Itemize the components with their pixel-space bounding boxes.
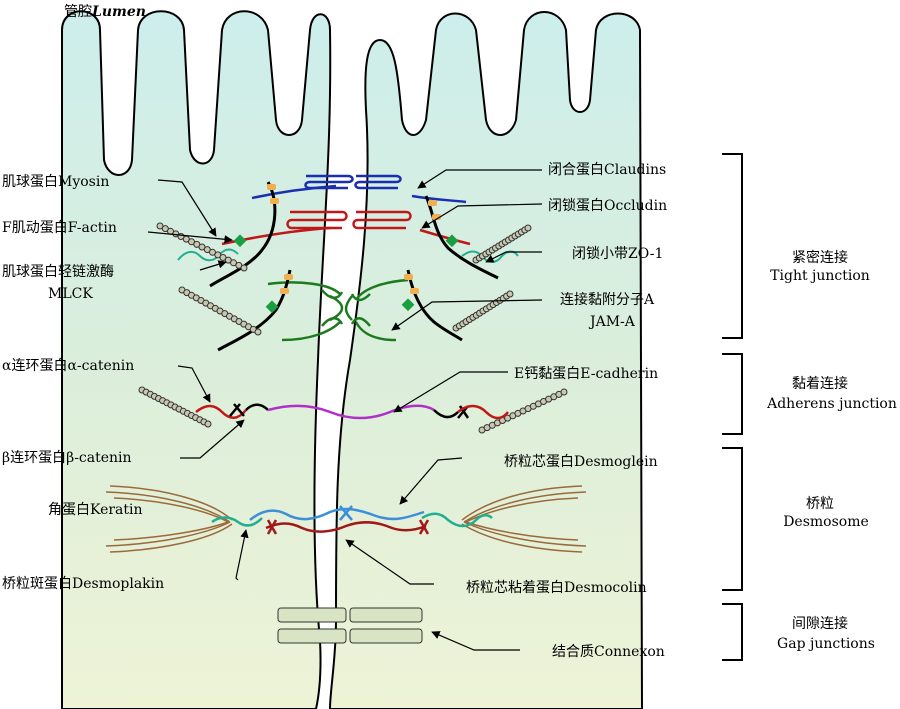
junction-labels: 紧密连接 Tight junction 黏着连接 Adherens juncti…	[766, 249, 897, 652]
label-desmoplakin: 桥粒斑蛋白Desmoplakin	[2, 576, 164, 592]
leader-arrows	[147, 169, 543, 651]
myosin-bead	[560, 388, 568, 396]
f-actin-filaments	[209, 181, 499, 352]
adherens-junction-cn: 黏着连接	[792, 375, 848, 392]
occludin-strands	[221, 210, 471, 246]
myosin-bead	[254, 328, 262, 336]
connexons	[277, 607, 423, 644]
label-jam-a-cn: 连接黏附分子A	[560, 291, 655, 308]
desmosome-en: Desmosome	[783, 514, 869, 530]
label-myosin: 肌球蛋白Myosin	[2, 174, 109, 190]
label-mlck-en: MLCK	[48, 286, 93, 302]
tight-junction-cn: 紧密连接	[792, 249, 848, 266]
label-f-actin: F肌动蛋白F-actin	[2, 220, 117, 236]
label-alpha-catenin: α连环蛋白α-catenin	[2, 358, 134, 374]
label-occludin: 闭锁蛋白Occludin	[548, 198, 667, 214]
keratin-bundles	[105, 485, 587, 553]
label-e-cadherin: E钙黏蛋白E-cadherin	[514, 366, 658, 382]
label-connexon: 结合质Connexon	[552, 644, 665, 660]
right-cell	[328, 11, 644, 709]
zo-1-proteins	[267, 184, 441, 294]
left-cell	[61, 10, 332, 709]
label-claudins: 闭合蛋白Claudins	[548, 162, 666, 178]
desmocolin-strand	[265, 519, 430, 535]
myosin-bead	[524, 224, 532, 232]
adherens-junction-en: Adherens junction	[766, 396, 897, 412]
lumen-label: 管腔Lumen	[64, 4, 146, 20]
label-desmocolin: 桥粒芯粘着蛋白Desmocolin	[466, 580, 647, 596]
label-beta-catenin: β连环蛋白β-catenin	[2, 450, 132, 466]
gap-junctions-cn: 间隙连接	[792, 615, 848, 632]
adherens-strands	[195, 403, 509, 420]
myosin-bead	[204, 420, 212, 428]
mlck-nodes	[233, 234, 459, 314]
myosin-bead	[240, 264, 248, 272]
desmoplakin-teal	[211, 512, 493, 528]
label-mlck-cn: 肌球蛋白轻链激酶	[2, 263, 114, 280]
label-desmoglein: 桥粒芯蛋白Desmoglein	[504, 454, 658, 470]
tight-junction-en: Tight junction	[770, 268, 870, 284]
label-zo-1: 闭锁小带ZO-1	[572, 246, 663, 262]
claudin-strands	[251, 174, 467, 204]
label-keratin: 角蛋白Keratin	[48, 502, 143, 518]
jam-a-strands	[267, 278, 409, 342]
label-jam-a-en: JAM-A	[588, 314, 636, 330]
myosin-bead	[506, 290, 514, 298]
gap-junctions-en: Gap junctions	[777, 636, 875, 652]
myosin-chains	[138, 222, 568, 434]
desmosome-cn: 桥粒	[806, 496, 834, 512]
desmoglein-strand	[249, 505, 425, 521]
junction-brackets	[722, 153, 743, 661]
